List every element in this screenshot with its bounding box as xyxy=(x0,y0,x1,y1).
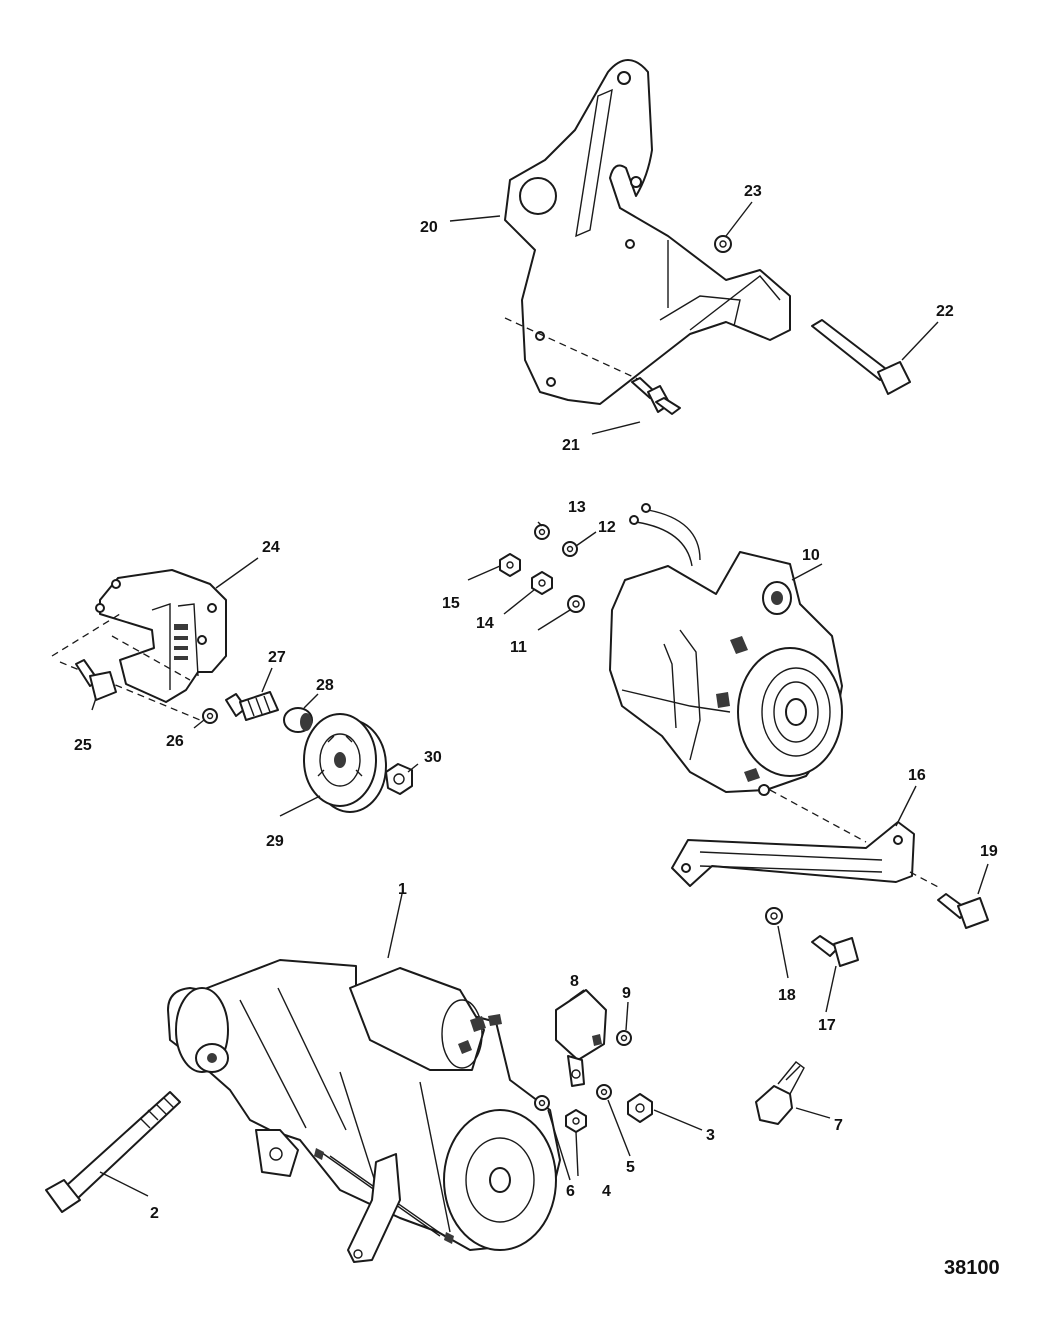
bolt-27 xyxy=(225,691,279,721)
washer-12 xyxy=(562,541,578,557)
mounting-bracket-20 xyxy=(504,59,791,405)
callout-28: 28 xyxy=(316,677,334,694)
callout-24: 24 xyxy=(262,539,280,556)
washer-18 xyxy=(765,907,783,925)
bolt-22 xyxy=(811,319,911,395)
callout-27: 27 xyxy=(268,649,286,666)
callout-labels: 20 23 22 21 13 12 10 15 14 11 24 27 28 2… xyxy=(74,183,998,1222)
callout-30: 30 xyxy=(424,749,442,766)
callout-3: 3 xyxy=(706,1127,715,1144)
tensioner-bracket-24 xyxy=(51,569,227,721)
callout-8: 8 xyxy=(570,973,579,990)
nut-4 xyxy=(565,1109,587,1133)
callout-17: 17 xyxy=(818,1017,836,1034)
nut-3 xyxy=(627,1093,653,1123)
stud-21 xyxy=(631,377,681,415)
washer-6 xyxy=(534,1095,550,1111)
reference-number: 38100 xyxy=(944,1257,1000,1279)
callout-2: 2 xyxy=(150,1205,159,1222)
washer-11 xyxy=(567,595,585,613)
callout-16: 16 xyxy=(908,767,926,784)
callout-21: 21 xyxy=(562,437,580,454)
callout-18: 18 xyxy=(778,987,796,1004)
callout-29: 29 xyxy=(266,833,284,850)
leader-lines xyxy=(91,201,989,1197)
bolt-19 xyxy=(937,893,989,929)
terminal-boot-7 xyxy=(755,1061,805,1125)
callout-23: 23 xyxy=(744,183,762,200)
long-bolt-2 xyxy=(45,1091,181,1213)
callout-6: 6 xyxy=(566,1183,575,1200)
washer-26 xyxy=(202,708,218,724)
callout-4: 4 xyxy=(602,1183,611,1200)
callout-7: 7 xyxy=(834,1117,843,1134)
nut-23 xyxy=(714,235,732,253)
callout-15: 15 xyxy=(442,595,460,612)
callout-20: 20 xyxy=(420,219,438,236)
callout-10: 10 xyxy=(802,547,820,564)
nut-14 xyxy=(531,571,553,595)
callout-1: 1 xyxy=(398,881,407,898)
nut-15 xyxy=(499,553,521,577)
callout-5: 5 xyxy=(626,1159,635,1176)
callout-12: 12 xyxy=(598,519,616,536)
callout-26: 26 xyxy=(166,733,184,750)
pulley-29 xyxy=(303,713,387,813)
washer-9 xyxy=(616,1030,632,1046)
washer-5 xyxy=(596,1084,612,1100)
callout-19: 19 xyxy=(980,843,998,860)
nut-30 xyxy=(385,763,413,795)
relay-8 xyxy=(555,989,607,1087)
callout-25: 25 xyxy=(74,737,92,754)
callout-14: 14 xyxy=(476,615,494,632)
alternator-10 xyxy=(609,503,843,796)
bushing-28 xyxy=(283,707,313,733)
callout-13: 13 xyxy=(568,499,586,516)
washer-13 xyxy=(534,524,550,540)
bolt-17 xyxy=(811,935,859,967)
alternator-brace-16 xyxy=(671,789,941,889)
callout-22: 22 xyxy=(936,303,954,320)
callout-11: 11 xyxy=(510,639,527,656)
callout-9: 9 xyxy=(622,985,631,1002)
bolt-25 xyxy=(75,659,117,701)
starter-motor-1 xyxy=(167,959,561,1263)
